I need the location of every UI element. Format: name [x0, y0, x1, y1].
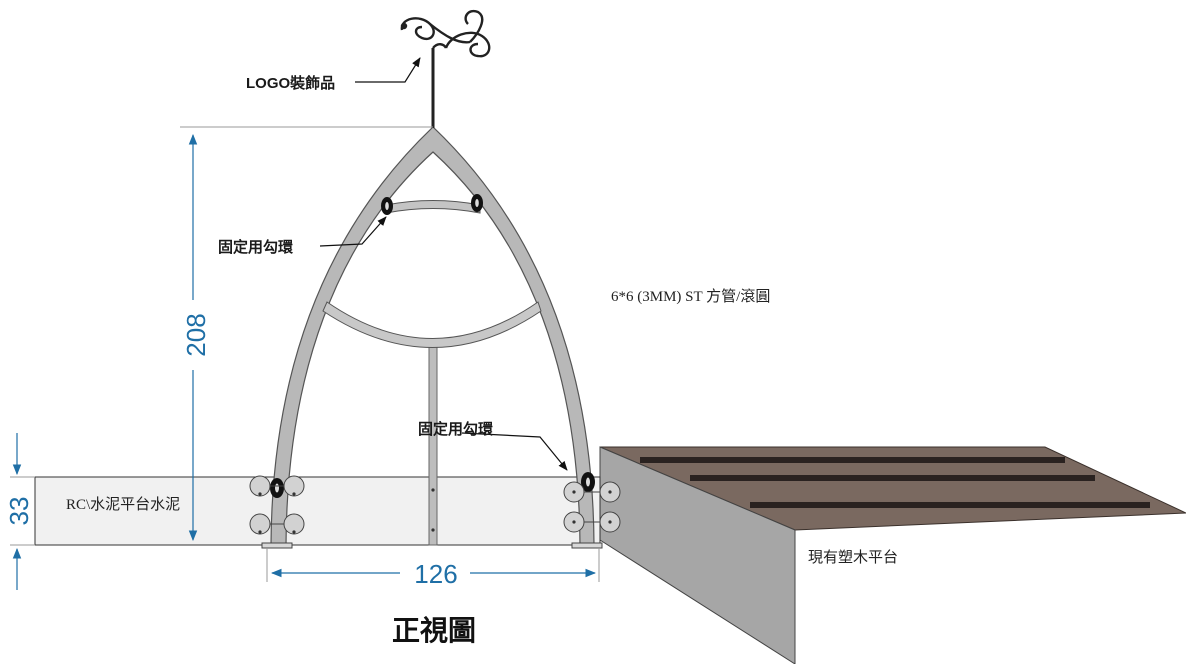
- wood-platform: [599, 446, 1186, 664]
- dimension-base: [10, 433, 35, 590]
- width-dimension-label: 126: [414, 559, 457, 589]
- center-post: [428, 339, 438, 546]
- logo-leader: [355, 57, 421, 83]
- view-title: 正視圖: [392, 615, 476, 646]
- hook-bottom-label: 固定用勾環: [418, 420, 494, 438]
- logo-ornament-icon: [400, 9, 491, 58]
- dimension-height: [180, 126, 433, 542]
- height-dimension-label: 208: [181, 313, 211, 356]
- hook-top-leader: [319, 216, 387, 247]
- hook-top-label: 固定用勾環: [218, 238, 294, 256]
- rc-platform-label: RC\水泥平台水泥: [66, 496, 180, 513]
- wood-platform-label: 現有塑木平台: [808, 549, 898, 566]
- hook-ring-icon: [581, 472, 595, 492]
- rc-concrete-platform: [34, 476, 601, 546]
- hook-ring-icon: [471, 194, 483, 212]
- material-label: 6*6 (3MM) ST 方管/滾圓: [611, 288, 770, 305]
- anchor-plate-icon: [249, 475, 621, 535]
- dimension-width: [266, 548, 600, 582]
- logo-label: LOGO裝飾品: [246, 74, 335, 92]
- hook-bottom-leader: [461, 432, 568, 471]
- base-dimension-label: 33: [4, 497, 34, 526]
- hook-ring-icon: [381, 197, 393, 215]
- hook-ring-icon: [270, 478, 284, 498]
